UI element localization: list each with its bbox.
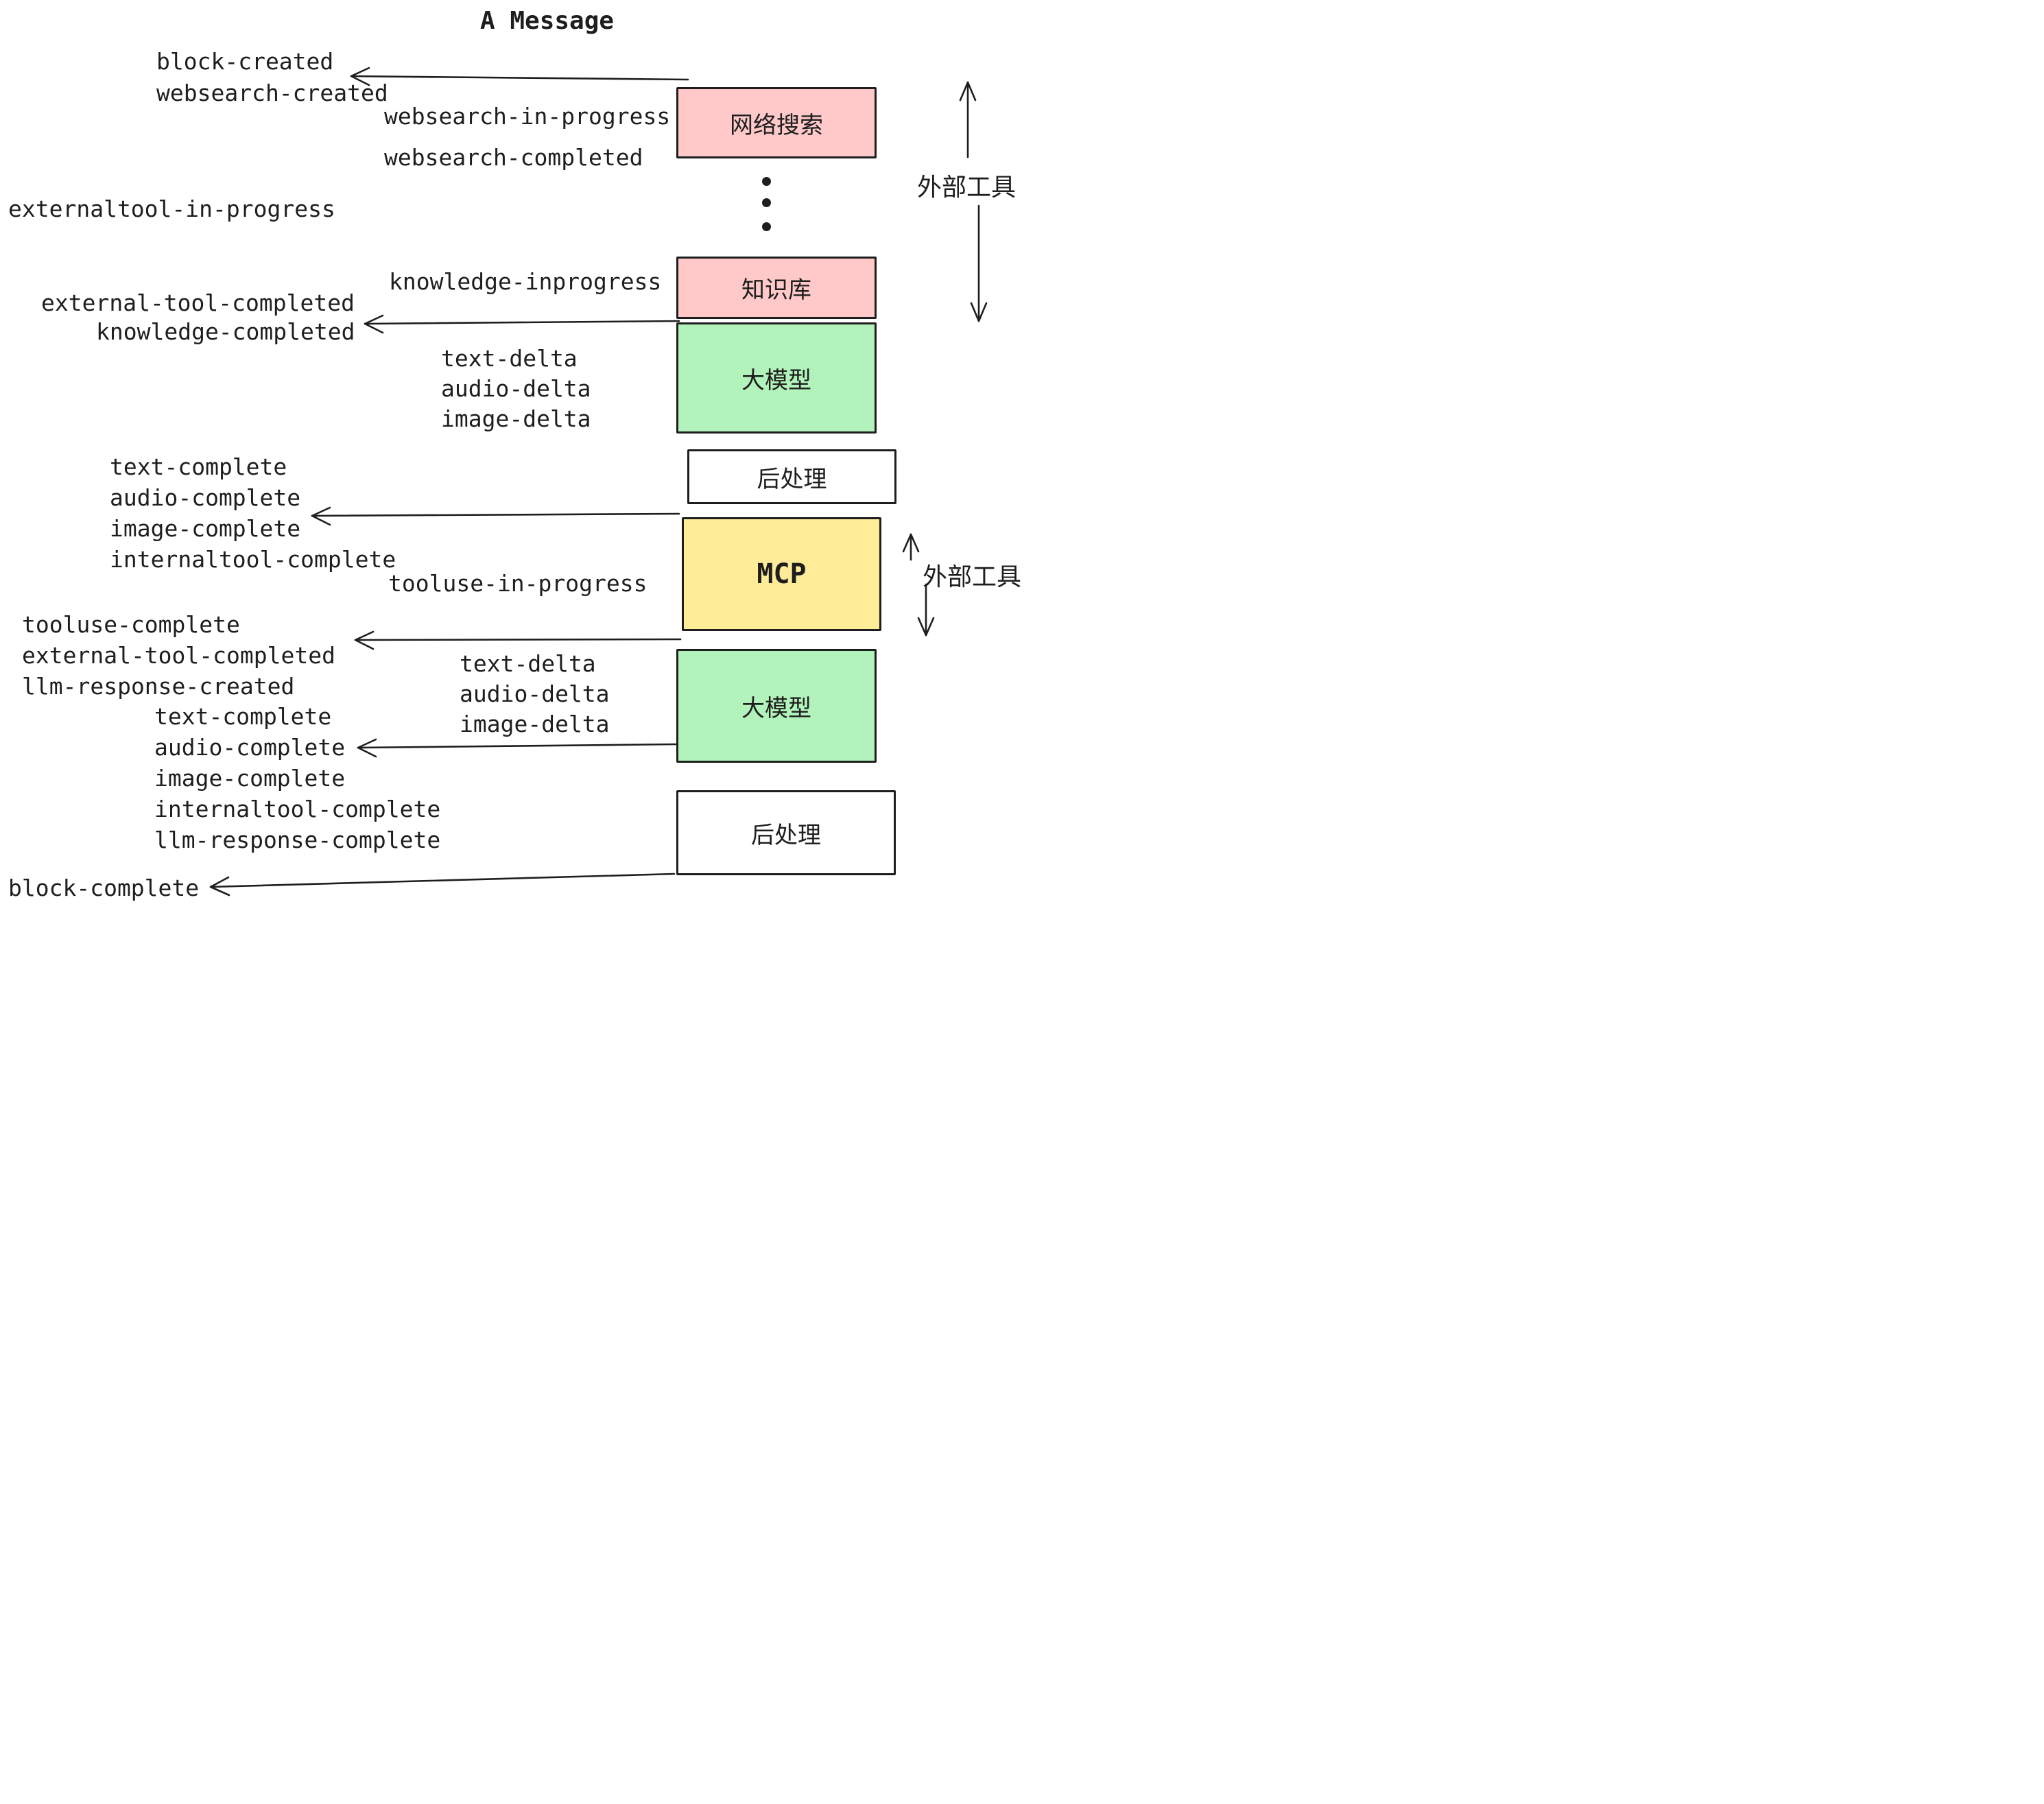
llm-box-1: 大模型 [676, 322, 877, 434]
event-label-text-complete-2: text-complete [154, 703, 332, 730]
event-label-text-delta-2: text-delta [460, 650, 596, 677]
event-label-external-tool-completed-1: external-tool-completed [41, 289, 355, 316]
event-label-websearch-completed: websearch-completed [384, 144, 643, 171]
event-label-image-delta-2: image-delta [460, 711, 610, 737]
mcp-box-label: MCP [757, 558, 807, 590]
message-event-flow-diagram: A Message block-created websearch-create… [0, 0, 1022, 902]
postprocess-box-1: 后处理 [687, 449, 896, 504]
event-label-audio-delta-1: audio-delta [441, 375, 591, 402]
event-label-external-tool-completed-2: external-tool-completed [22, 642, 335, 669]
event-label-image-complete-1: image-complete [110, 515, 301, 542]
event-label-image-delta-1: image-delta [441, 405, 591, 432]
arrow-block-complete-left [209, 873, 676, 897]
mcp-box: MCP [682, 517, 881, 631]
event-label-knowledge-inprogress: knowledge-inprogress [389, 268, 662, 295]
arrow-audio-complete-2-left [357, 738, 677, 758]
event-label-websearch-created: websearch-created [156, 80, 388, 106]
arrow-websearch-created-left [350, 67, 689, 86]
event-label-text-complete-1: text-complete [110, 453, 287, 480]
event-label-tooluse-complete: tooluse-complete [22, 611, 240, 638]
llm-box-1-label: 大模型 [741, 367, 811, 394]
arrow-external-tools-mcp-up [902, 533, 920, 561]
event-label-audio-complete-2: audio-complete [154, 734, 346, 761]
event-label-llm-response-complete: llm-response-complete [154, 827, 441, 853]
external-tools-label-top: 外部工具 [917, 173, 1017, 201]
ellipsis-dot [762, 198, 771, 207]
event-label-block-created: block-created [156, 48, 334, 75]
external-tools-label-mcp: 外部工具 [923, 562, 1022, 591]
websearch-box-label: 网络搜索 [730, 112, 823, 139]
postprocess-box-1-label: 后处理 [757, 466, 827, 492]
arrow-image-complete-1-left [311, 506, 680, 526]
ellipsis-dot [762, 177, 771, 186]
knowledge-base-box-label: 知识库 [741, 277, 811, 303]
arrow-tooluse-complete-left [354, 630, 682, 650]
event-label-externaltool-in-progress: externaltool-in-progress [8, 195, 335, 222]
event-label-internaltool-complete-1: internaltool-complete [110, 546, 396, 573]
event-label-text-delta-1: text-delta [441, 345, 578, 372]
event-label-tooluse-in-progress: tooluse-in-progress [388, 570, 647, 597]
llm-box-2: 大模型 [676, 649, 877, 763]
postprocess-box-2-label: 后处理 [751, 822, 821, 848]
ellipsis-dot [762, 222, 771, 231]
llm-box-2-label: 大模型 [741, 695, 811, 722]
event-label-block-complete: block-complete [8, 875, 200, 901]
knowledge-base-box: 知识库 [676, 257, 877, 319]
websearch-box: 网络搜索 [676, 87, 877, 158]
diagram-title: A Message [480, 7, 615, 35]
arrow-knowledge-completed-left [364, 314, 680, 334]
event-label-llm-response-created: llm-response-created [22, 673, 295, 700]
event-label-audio-complete-1: audio-complete [110, 484, 301, 511]
event-label-audio-delta-2: audio-delta [460, 680, 610, 707]
event-label-websearch-in-progress: websearch-in-progress [384, 103, 671, 130]
arrow-external-tools-top-up [959, 81, 977, 158]
postprocess-box-2: 后处理 [676, 790, 896, 875]
event-label-image-complete-2: image-complete [154, 765, 346, 792]
event-label-internaltool-complete-2: internaltool-complete [154, 796, 441, 822]
arrow-external-tools-top-down [970, 204, 988, 322]
event-label-knowledge-completed: knowledge-completed [96, 318, 355, 345]
